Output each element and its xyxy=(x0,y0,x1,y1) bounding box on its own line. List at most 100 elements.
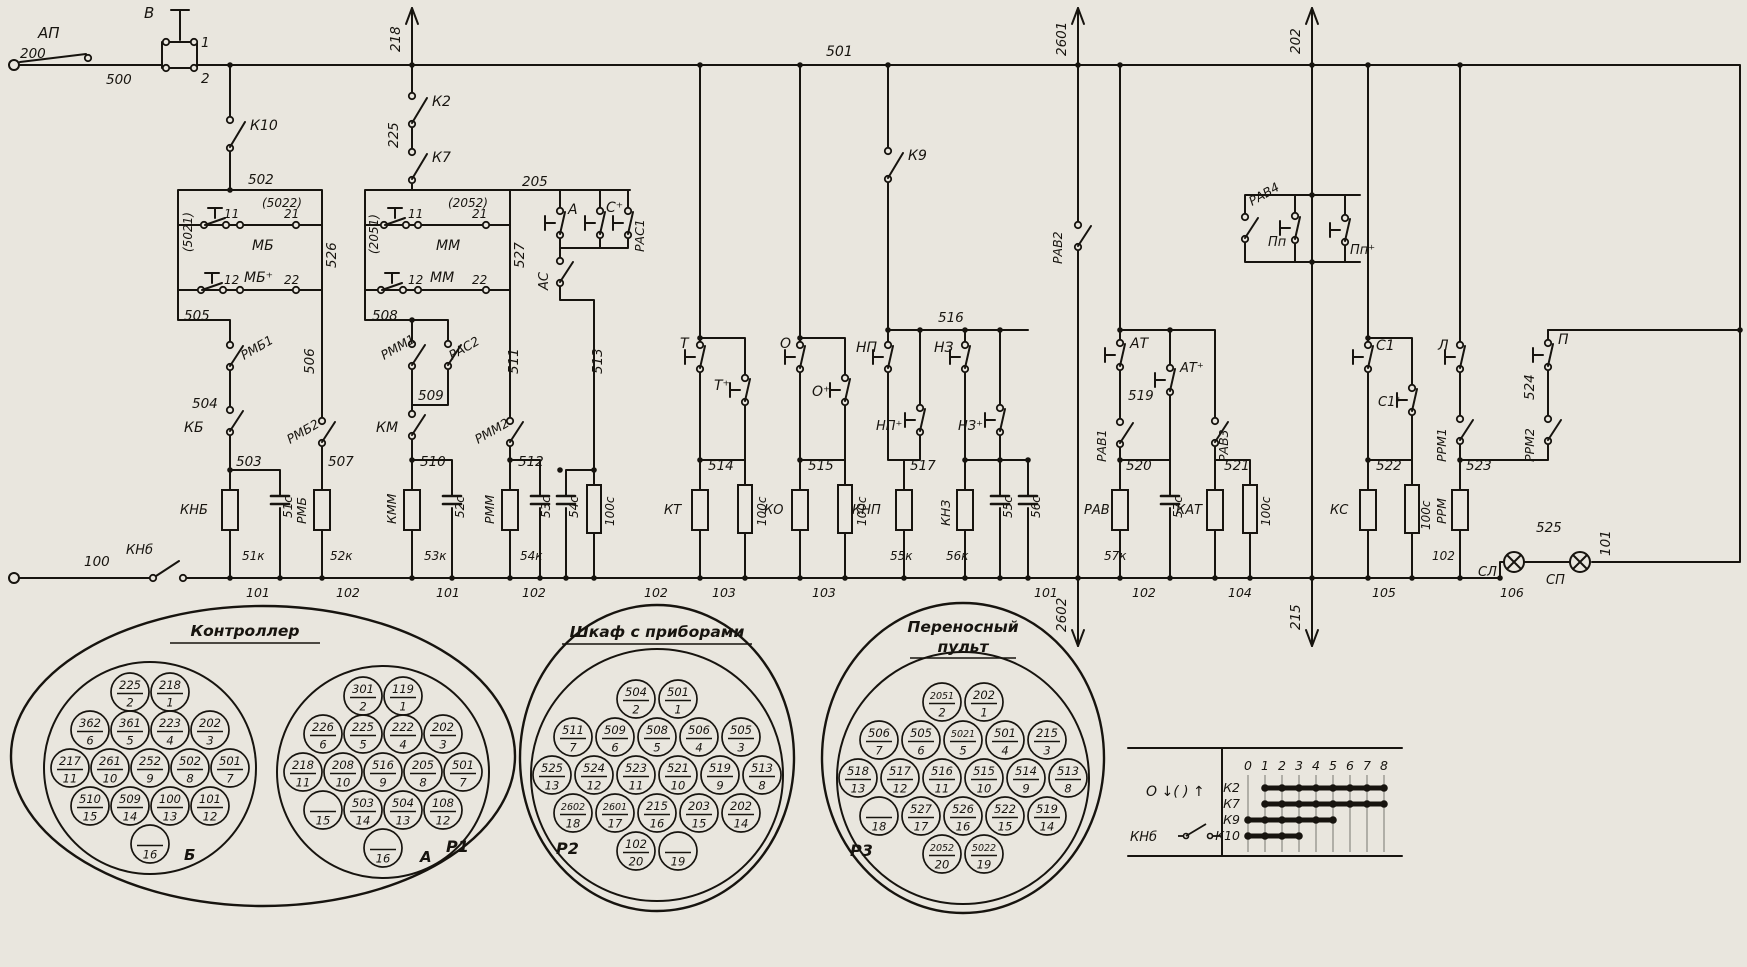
wire-label: 101 xyxy=(1598,530,1614,556)
connector-pin xyxy=(363,752,403,792)
contact-terminal xyxy=(623,206,633,216)
closure-dot xyxy=(1295,784,1303,792)
pin-wire-number: 501 xyxy=(994,726,1016,740)
pin-wire-number: 514 xyxy=(1015,764,1037,778)
wire-label: АТ xyxy=(1129,336,1150,352)
contact-terminal xyxy=(1543,338,1553,348)
wire-label: 506 xyxy=(302,348,318,374)
wire-label: МБ xyxy=(252,238,274,254)
wire-label: 101 xyxy=(1034,585,1058,600)
symbol-stroke xyxy=(1119,422,1134,444)
symbol-stroke xyxy=(384,217,406,226)
pin-wire-number: 501 xyxy=(219,754,241,768)
junction-dot xyxy=(1247,575,1253,581)
wire-label: 52к xyxy=(330,549,353,563)
wire-label: 205 xyxy=(522,174,548,190)
pin-number: 8 xyxy=(186,772,193,786)
contact-terminal xyxy=(481,285,491,295)
pin-wire-number: 504 xyxy=(392,796,414,810)
wire-label: НП⁺ xyxy=(876,419,902,434)
connector-pin xyxy=(383,790,423,830)
connector-group-outline xyxy=(518,603,796,913)
connector-ref-label: Р3 xyxy=(850,841,873,860)
connector-pin xyxy=(343,714,383,754)
wire-label: 503 xyxy=(236,454,262,470)
pin-number: 3 xyxy=(439,738,446,752)
glyphs-layer xyxy=(8,7,1743,647)
wire-label: 51к xyxy=(242,549,265,563)
pin-wire-number: 215 xyxy=(1036,726,1058,740)
symbol-stroke xyxy=(201,282,223,291)
pin-wire-number: 515 xyxy=(973,764,995,778)
wire-label: 102 xyxy=(1432,549,1455,563)
junction-dot xyxy=(742,575,748,581)
symbol-stroke xyxy=(744,378,751,402)
position-column-label: 0 xyxy=(1244,758,1252,773)
position-column-label: 7 xyxy=(1363,758,1371,773)
wire-label: 104 xyxy=(1228,585,1252,600)
connector-pin xyxy=(283,752,323,792)
symbol-stroke xyxy=(699,345,706,369)
junction-dot xyxy=(227,187,233,193)
pin-wire-number: 2602 xyxy=(561,802,585,813)
connector-group-outline xyxy=(820,601,1106,915)
pin-number: 13 xyxy=(851,782,866,796)
pin-number: 14 xyxy=(123,810,138,824)
connector-pin xyxy=(130,748,170,788)
pin-number: 12 xyxy=(203,810,218,824)
pin-number: 7 xyxy=(875,744,883,758)
contact-terminal xyxy=(189,37,199,47)
pin-wire-number: 226 xyxy=(312,720,334,734)
contact-terminal xyxy=(1206,832,1214,840)
pin-wire-number: 203 xyxy=(688,799,710,813)
contact-terminal xyxy=(883,340,893,350)
connector-name-label: А xyxy=(419,848,432,866)
symbol-stroke xyxy=(599,211,606,235)
wire-label: Т⁺ xyxy=(714,378,730,394)
symbol-stroke xyxy=(1214,421,1229,443)
wire-label: 100с xyxy=(1259,496,1273,526)
wire-label: МБ⁺ xyxy=(244,270,273,286)
closure-dot xyxy=(1261,784,1269,792)
wire-label: 56к xyxy=(946,549,969,563)
wire-label: 509 xyxy=(418,388,444,404)
pin-wire-number: 2601 xyxy=(603,802,627,813)
junction-dot xyxy=(409,317,415,323)
connector-outline xyxy=(276,665,490,879)
contact-terminal xyxy=(1240,212,1250,222)
pin-wire-number: 5021 xyxy=(951,729,975,740)
cam-contact-row-label: К2 xyxy=(1223,780,1240,795)
wire-label: С1⁺ xyxy=(1378,395,1402,410)
pin-wire-number: 521 xyxy=(667,761,689,775)
sequence-frame xyxy=(1127,747,1403,857)
wire-label: РАС1 xyxy=(632,219,647,252)
wire-label: 100 xyxy=(84,554,110,570)
pin-number: 14 xyxy=(1040,820,1055,834)
pin-wire-number: 522 xyxy=(994,802,1016,816)
symbol-stroke xyxy=(1411,388,1418,412)
wire-label: РАВ2 xyxy=(1050,231,1065,264)
wire-label: 515 xyxy=(808,458,834,474)
contact-terminal xyxy=(291,220,301,230)
symbol-stroke xyxy=(559,211,566,235)
connector-pin xyxy=(363,828,403,868)
closure-dot xyxy=(1278,816,1286,824)
wire-label: 225 xyxy=(386,122,402,148)
symbol-stroke xyxy=(1459,345,1466,369)
position-column-label: 2 xyxy=(1278,758,1286,773)
contact-terminal xyxy=(407,91,417,101)
wire-label: РММ xyxy=(482,495,497,524)
pin-wire-number: 502 xyxy=(179,754,201,768)
wire-label: С⁺ xyxy=(606,200,623,216)
pin-wire-number: 202 xyxy=(973,688,995,702)
junction-dot xyxy=(563,575,569,581)
contact-terminal xyxy=(407,361,417,371)
symbol-stroke xyxy=(887,152,904,179)
junction-dot xyxy=(277,575,283,581)
symbol-stroke xyxy=(1367,345,1374,369)
pin-number: 13 xyxy=(545,779,560,793)
symbol-stroke xyxy=(1244,217,1259,239)
pin-wire-number: 202 xyxy=(730,799,752,813)
connector-pin xyxy=(130,824,170,864)
